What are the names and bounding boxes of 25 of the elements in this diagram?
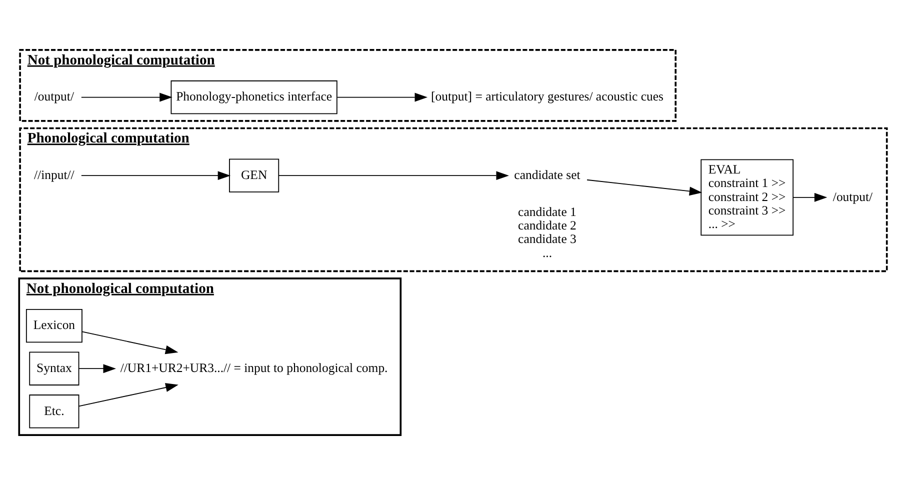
node-text: [output] = articulatory gestures/ acoustic cues	[431, 89, 664, 104]
arrow	[336, 92, 428, 102]
label: ...	[542, 245, 552, 260]
label: candidate 1	[518, 204, 576, 218]
arrow	[78, 364, 116, 373]
arrow	[278, 170, 509, 180]
node-box: Lexicon	[26, 308, 82, 342]
label: candidate 2	[518, 218, 576, 232]
arrow	[78, 382, 178, 406]
node-text: /output/	[34, 89, 74, 104]
arrow	[80, 170, 231, 180]
label: candidate 3	[518, 232, 576, 246]
node-text: /output/	[832, 189, 873, 204]
arrow	[792, 192, 828, 202]
node-box: Phonology-phonetics interface	[170, 80, 338, 114]
node-text: candidate set	[514, 167, 580, 182]
node-box: GEN	[229, 158, 280, 192]
node-text: //UR1+UR2+UR3...// = input to phonological comp.	[120, 360, 388, 374]
node-box: Etc.	[29, 394, 80, 428]
node-text: //input//	[34, 167, 74, 182]
arrow	[586, 178, 702, 196]
node-box: Syntax	[29, 351, 80, 385]
arrow	[80, 92, 172, 102]
arrow	[82, 330, 178, 354]
node-box: EVAL constraint 1 >> constraint 2 >> constraint 3 >> ... >>	[700, 158, 794, 236]
